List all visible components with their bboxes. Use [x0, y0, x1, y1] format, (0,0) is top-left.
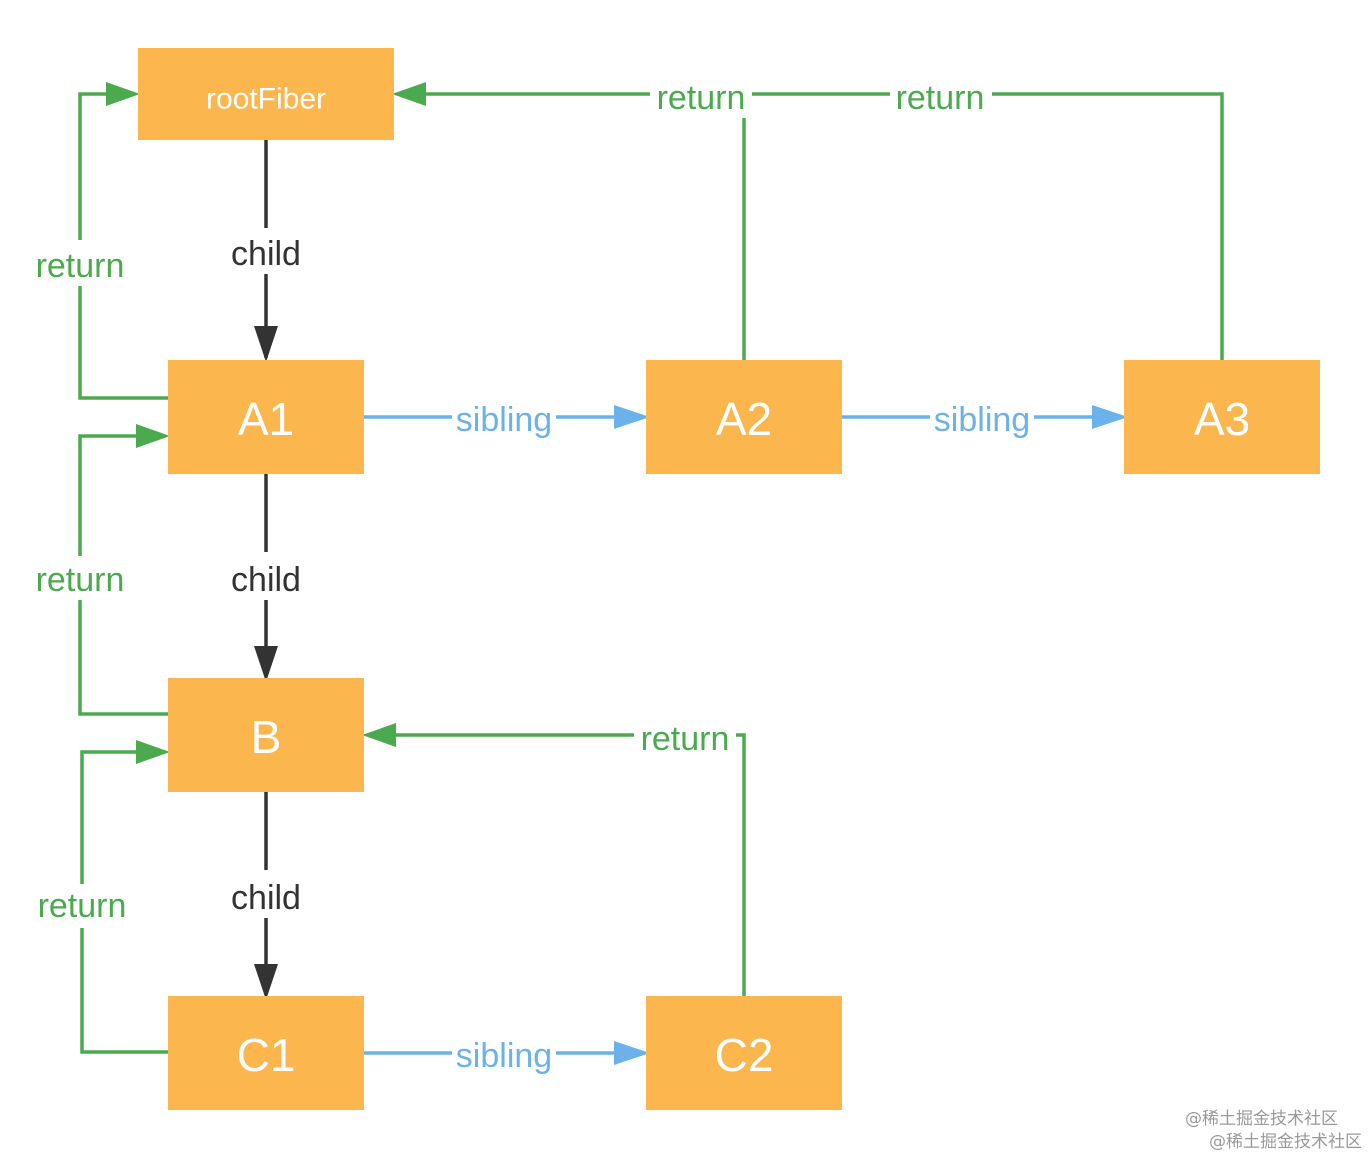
sibling-label-a2-a3: sibling: [934, 401, 1030, 439]
node-c2: C2: [646, 996, 842, 1110]
node-c2-box: [646, 996, 842, 1110]
node-a2-box: [646, 360, 842, 474]
return-edge-c2-to-b: [736, 733, 746, 996]
node-c2-label: C2: [715, 1029, 774, 1081]
sibling-label-a1-a2: sibling: [456, 401, 552, 439]
node-rootfiber-box: [138, 48, 394, 140]
return-edge-c1-to-b: [80, 928, 168, 1054]
child-label-b-c1: child: [231, 879, 301, 917]
return-label-a1-root: return: [36, 247, 125, 285]
edge-labels: child child child sibling sibling siblin…: [36, 79, 1031, 1075]
node-rootfiber-label: rootFiber: [206, 83, 326, 116]
sibling-label-c1-c2: sibling: [456, 1037, 552, 1075]
node-a3: A3: [1124, 360, 1320, 474]
return-label-a2-root: return: [657, 79, 746, 117]
sibling-edges: [364, 415, 1098, 1055]
watermark-line-2: @稀土掘金技术社区: [1209, 1132, 1362, 1152]
return-edge-a1-to-root: [78, 286, 168, 400]
return-edge-a1-to-root-top: [78, 92, 112, 240]
node-c1-box: [168, 996, 364, 1110]
sibling-arrowhead-a3: [1092, 405, 1128, 429]
return-label-c1-b: return: [38, 887, 127, 925]
child-arrowheads: [254, 326, 278, 1000]
sibling-arrowheads: [614, 405, 1128, 1065]
return-arrowhead-a1: [136, 424, 170, 448]
child-label-a1-b: child: [231, 561, 301, 599]
return-edge-b-to-a1: [78, 600, 168, 716]
return-edge-c1-to-b-top: [80, 750, 142, 884]
return-edges: [78, 92, 1224, 1054]
child-arrowhead-b: [254, 646, 278, 682]
return-edge-b-to-a1-top: [78, 434, 142, 556]
return-arrowhead-root-left: [106, 82, 140, 106]
return-arrowhead-b-left: [136, 740, 170, 764]
node-a3-label: A3: [1194, 393, 1250, 445]
watermark-line-1: @稀土掘金技术社区: [1185, 1109, 1338, 1129]
watermark: @稀土掘金技术社区 @稀土掘金技术社区: [1185, 1109, 1362, 1152]
node-a1: A1: [168, 360, 364, 474]
node-a2-label: A2: [716, 393, 772, 445]
sibling-arrowhead-c2: [614, 1041, 650, 1065]
node-c1: C1: [168, 996, 364, 1110]
return-label-c2-b: return: [641, 720, 730, 758]
node-a1-label: A1: [238, 393, 294, 445]
sibling-arrowhead-a2: [614, 405, 650, 429]
node-a3-box: [1124, 360, 1320, 474]
node-c1-label: C1: [237, 1029, 296, 1081]
node-b-label: B: [251, 711, 282, 763]
child-arrowhead-c1: [254, 964, 278, 1000]
child-label-root-a1: child: [231, 235, 301, 273]
node-b-box: [168, 678, 364, 792]
node-a1-box: [168, 360, 364, 474]
return-edge-a3-to-root: [992, 92, 1224, 360]
child-arrowhead-a1: [254, 326, 278, 362]
return-label-a3-root: return: [896, 79, 985, 117]
node-a2: A2: [646, 360, 842, 474]
nodes: rootFiber A1 A2 A3 B C1 C2: [138, 48, 1320, 1110]
return-arrowhead-root-right: [392, 82, 426, 106]
node-b: B: [168, 678, 364, 792]
return-label-b-a1: return: [36, 561, 125, 599]
return-arrowheads: [106, 82, 426, 764]
return-arrowhead-b-right: [362, 723, 396, 747]
node-rootfiber: rootFiber: [138, 48, 394, 140]
